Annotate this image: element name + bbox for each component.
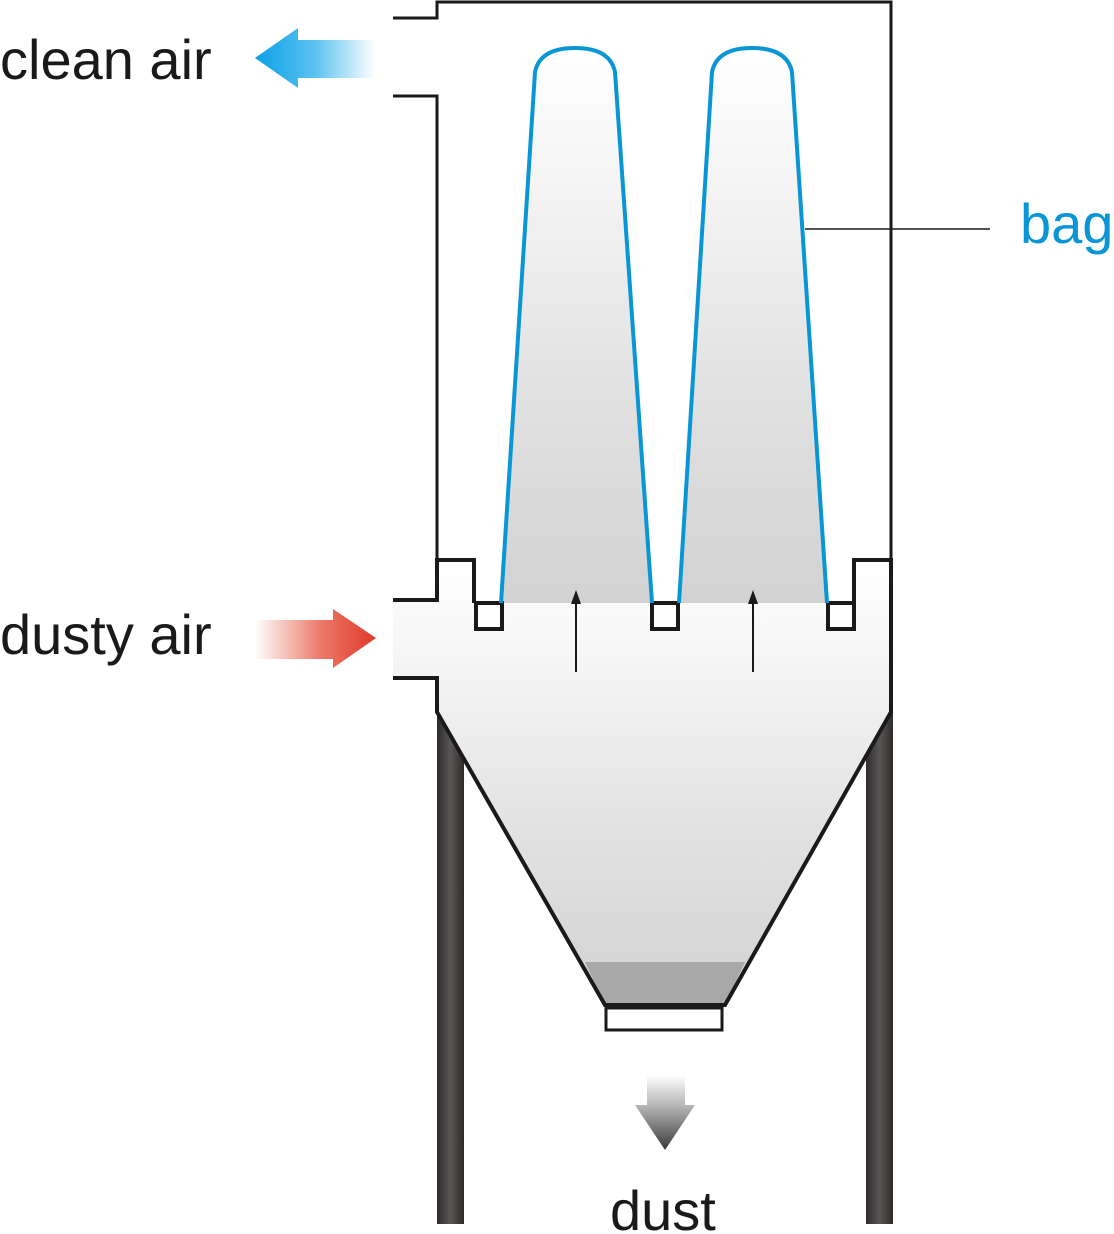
- clean-air-label: clean air: [0, 28, 212, 91]
- discharge-gate: [604, 1006, 724, 1032]
- support-leg-right: [866, 712, 893, 1224]
- bag-collar-2: [650, 601, 680, 631]
- housing-outline-left-upper: [393, 94, 439, 560]
- clean-air-arrow-icon: [255, 28, 375, 88]
- dust-layer: [585, 962, 745, 1005]
- dust-label: dust: [610, 1179, 716, 1234]
- filter-bag-2: [677, 45, 829, 604]
- bag-1-interior: [501, 48, 652, 603]
- bag-label: bag: [1020, 192, 1113, 255]
- dusty-air-arrow-icon: [255, 609, 376, 668]
- housing-outline-top: [393, 0, 893, 560]
- bag-collar-3: [826, 601, 856, 631]
- support-leg-left: [437, 712, 464, 1224]
- filter-bag-1: [499, 45, 654, 604]
- dusty-air-label: dusty air: [0, 603, 212, 666]
- airflow-arrow-up-1: [571, 590, 581, 672]
- airflow-arrow-up-2: [748, 590, 758, 672]
- dust-arrow-icon: [635, 1075, 695, 1150]
- bag-2-interior: [679, 48, 827, 603]
- housing-outline-lower: [393, 558, 893, 1007]
- dusty-air-region: [393, 560, 891, 1005]
- bag-collar-1: [474, 601, 504, 631]
